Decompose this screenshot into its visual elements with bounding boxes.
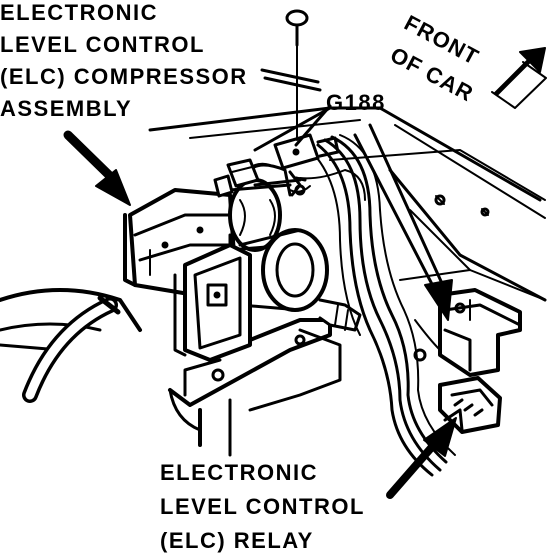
relay-label-line-3: (ELC) RELAY bbox=[160, 528, 314, 553]
mounting-bracket bbox=[168, 318, 342, 457]
compressor-label-line-2: LEVEL CONTROL bbox=[0, 32, 205, 57]
front-direction-arrow bbox=[491, 47, 547, 109]
compressor-label-line-1: ELECTRONIC bbox=[0, 0, 158, 25]
g188-leader-lines bbox=[260, 68, 332, 147]
ground-connector bbox=[273, 133, 340, 197]
elc-relay bbox=[413, 288, 522, 434]
compressor-label-line-3: (ELC) COMPRESSOR bbox=[0, 64, 248, 89]
relay-pointer-arrow bbox=[353, 123, 453, 321]
relay-callout-arrow bbox=[386, 417, 457, 499]
relay-label-line-2: LEVEL CONTROL bbox=[160, 494, 365, 519]
relay-label-line-1: ELECTRONIC bbox=[160, 460, 318, 485]
harness-connector bbox=[213, 158, 260, 198]
fastener-bolts bbox=[294, 184, 490, 217]
compressor-label-line-4: ASSEMBLY bbox=[0, 96, 133, 121]
air-hose bbox=[22, 295, 121, 403]
ground-label-g188: G188 bbox=[326, 90, 386, 115]
ground-pin bbox=[285, 9, 309, 141]
compressor-callout-arrow bbox=[63, 130, 131, 206]
compressor-assembly bbox=[123, 163, 362, 362]
